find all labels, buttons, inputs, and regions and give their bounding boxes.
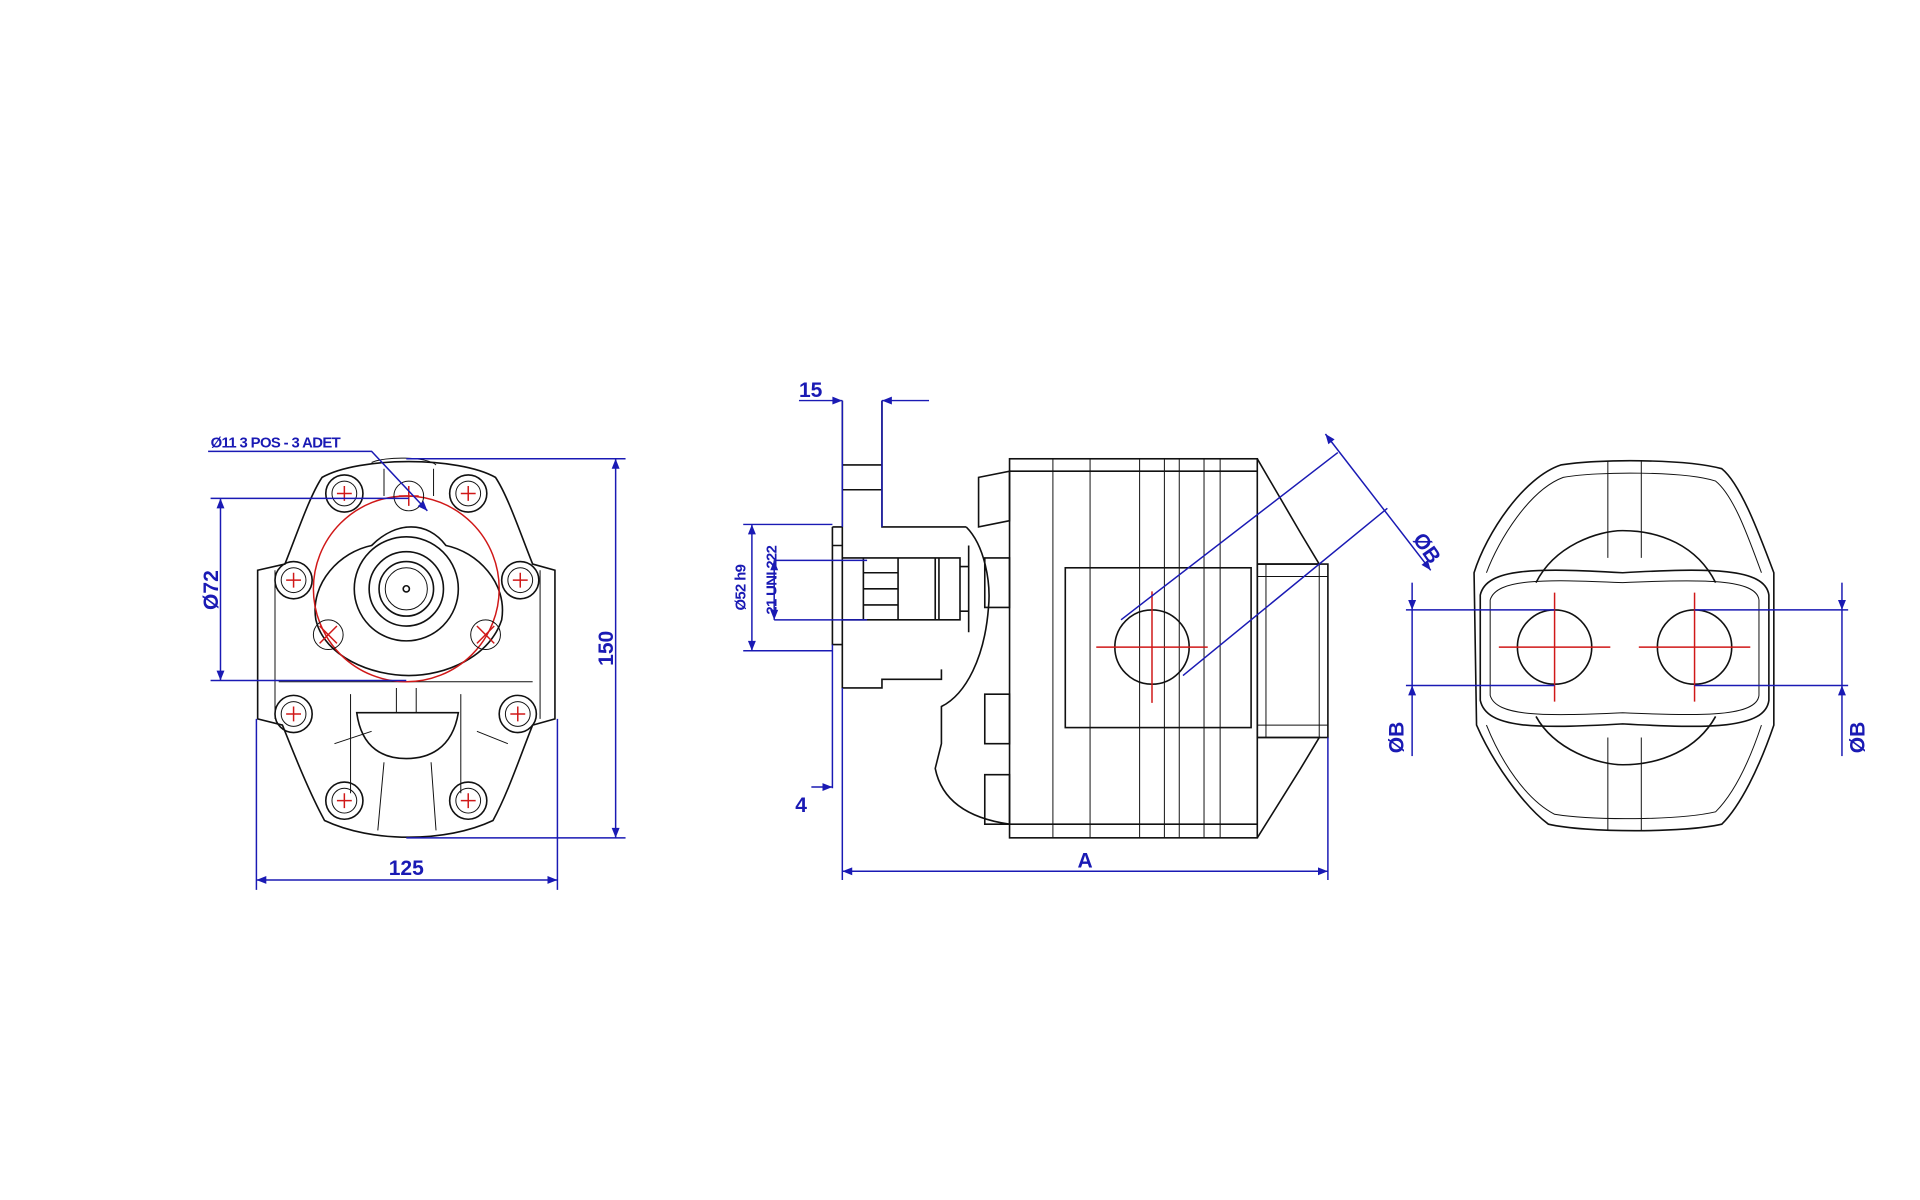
front-view: Ø11 3 POS - 3 ADET Ø72 150 125 (200, 436, 626, 890)
flange-holes (312, 480, 501, 651)
mounting-flange-side (841, 400, 967, 689)
outlet-fitting (1256, 563, 1329, 739)
rear-cover (1256, 458, 1321, 839)
length-label: A (1078, 850, 1093, 873)
port-boss (1064, 566, 1252, 729)
side-dimensions: 15 Ø52 h9 21 UNI 222 4 A ØB (734, 379, 1445, 880)
width-label: 125 (389, 857, 424, 880)
bolt-heads (274, 474, 540, 821)
spigot-depth-label: 4 (795, 794, 807, 817)
pilot-diameter-label: Ø72 (200, 570, 223, 610)
rear-ear-bottom (1535, 716, 1717, 766)
mounting-flange (314, 526, 504, 677)
shaft-center (402, 584, 411, 593)
flange-thickness-label: 15 (799, 379, 823, 402)
rear-housing-outline (1473, 459, 1775, 832)
rear-port-left-label: ØB (1385, 722, 1408, 754)
semicircle-port (355, 711, 460, 760)
hole-note-label: Ø11 3 POS - 3 ADET (211, 436, 341, 452)
spline-shaft (842, 545, 970, 633)
front-housing-outline (256, 460, 556, 839)
rear-ear-top (1535, 529, 1717, 584)
rear-port-right-label: ØB (1846, 722, 1869, 754)
front-dimensions: Ø11 3 POS - 3 ADET Ø72 150 125 (200, 436, 626, 890)
rear-dimensions: ØB ØB (1385, 582, 1869, 757)
bolt-circle (312, 495, 500, 683)
port-diameter-label: ØB (1408, 529, 1445, 568)
height-label: 150 (595, 631, 618, 666)
spigot-label: Ø52 h9 (734, 564, 750, 610)
rear-port-plate (1479, 569, 1770, 728)
spline-label: 21 UNI 222 (765, 545, 781, 614)
side-view: 15 Ø52 h9 21 UNI 222 4 A ØB (734, 379, 1445, 880)
rear-view: ØB ØB (1385, 459, 1869, 832)
